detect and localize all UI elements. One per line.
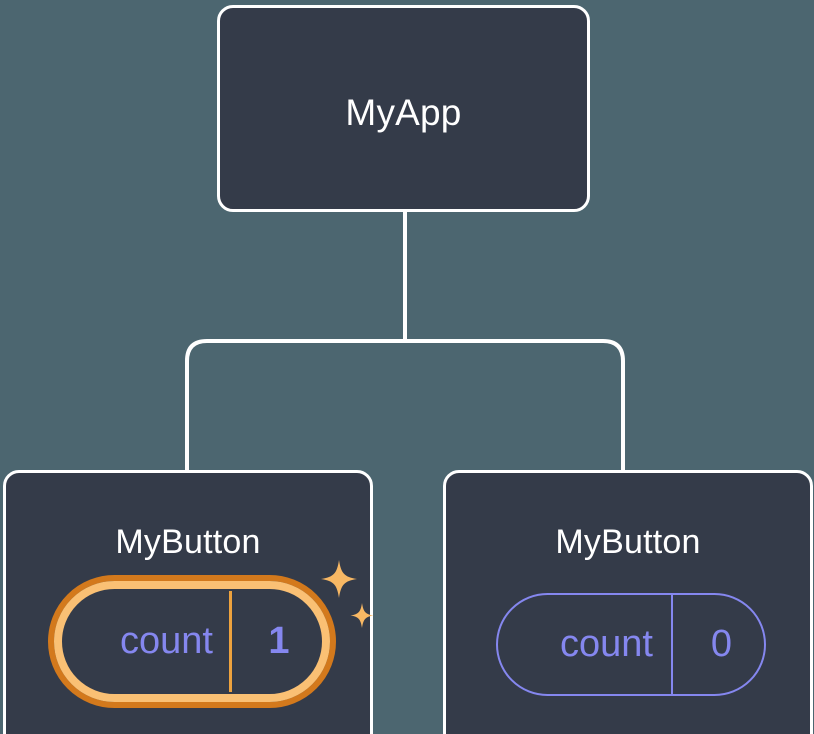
state-pill-left-inner-ring: count 1 [54,581,330,702]
connector-branch-bus [185,339,625,470]
node-mybutton-right-title: MyButton [555,523,701,561]
state-pill-left-divider [229,591,232,692]
state-key-right: count [560,623,653,665]
state-value-right: 0 [710,623,733,665]
node-myapp[interactable]: MyApp [217,5,590,212]
node-mybutton-right[interactable]: MyButton count 0 [443,470,813,734]
state-pill-right[interactable]: count 0 [496,593,766,696]
node-mybutton-left-title: MyButton [115,523,261,561]
state-pill-right-divider [671,595,673,694]
state-pill-left-highlighted[interactable]: count 1 [48,575,336,708]
node-mybutton-left[interactable]: MyButton count 1 [3,470,373,734]
node-myapp-title: MyApp [345,92,462,133]
state-key-left: count [120,620,213,662]
state-value-left: 1 [268,620,290,662]
